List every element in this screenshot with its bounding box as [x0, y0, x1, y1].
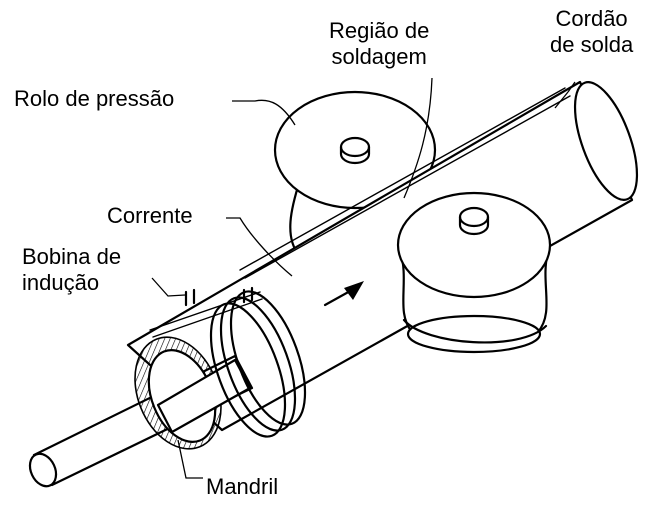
tube	[126, 80, 639, 432]
front-pressure-roller	[396, 191, 552, 354]
induction-coil	[149, 286, 307, 438]
label-regiao-line-1: Região de	[329, 18, 430, 43]
label-cordao-line-2: de solda	[550, 32, 634, 57]
arrow-right-icon	[323, 281, 364, 307]
label-regiao-de-soldagem: Região de soldagem	[329, 18, 429, 70]
leader-lines	[151, 77, 576, 479]
label-bobina-line-1: Bobina de	[22, 244, 122, 269]
label-cordao-line-1: Cordão	[555, 6, 628, 31]
label-mandril: Mandril	[206, 474, 279, 499]
label-regiao-line-2: soldagem	[331, 44, 427, 69]
tube-open-end	[134, 336, 252, 450]
label-bobina-line-2: indução	[22, 270, 100, 295]
label-bobina-de-inducao: Bobina de indução	[22, 244, 121, 296]
label-rolo-de-pressao: Rolo de pressão	[14, 86, 175, 111]
label-cordao-de-solda: Cordão de solda	[550, 6, 633, 58]
label-corrente: Corrente	[107, 203, 193, 228]
